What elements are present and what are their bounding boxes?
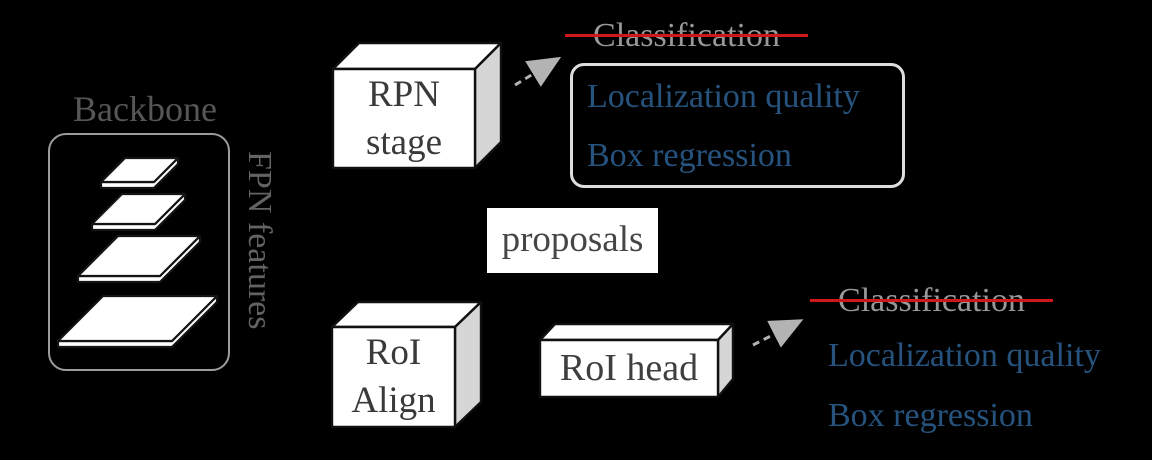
fpn-plate-2 [90,192,187,232]
roi-classification-struck: Classification [810,283,1053,319]
roi-head-box [538,322,735,399]
rpn-box-regression-label: Box regression [587,137,792,174]
fpn-pyramid-plates [56,156,219,349]
rpn-localization-quality-label: Localization quality [587,78,860,115]
rpn-stage-box [331,41,503,170]
fpn-plate-4 [56,294,219,349]
strikethrough-line [810,299,1053,302]
rpn-outputs-box [570,63,905,188]
roi-box-regression-label: Box regression [828,397,1033,434]
fpn-plate-1 [99,156,180,190]
dashed-arrow-icon-roi [752,319,804,348]
roi-head-label: RoI head [559,347,699,389]
fpn-plate-3 [76,234,202,284]
rpn-classification-struck: Classification [565,18,808,54]
backbone-frame [48,133,230,371]
proposals-box: proposals [487,208,658,273]
roi-localization-quality-label: Localization quality [828,337,1101,374]
strikethrough-line [565,34,808,37]
backbone-title: Backbone [73,89,217,129]
dashed-arrow-icon-rpn [514,56,562,87]
roi-align-box [330,300,483,429]
proposals-label: proposals [501,219,644,260]
fpn-features-label: FPN features [241,151,278,330]
roi-align-label: RoI Align [351,332,436,421]
rpn-stage-label: RPN stage [365,74,443,163]
